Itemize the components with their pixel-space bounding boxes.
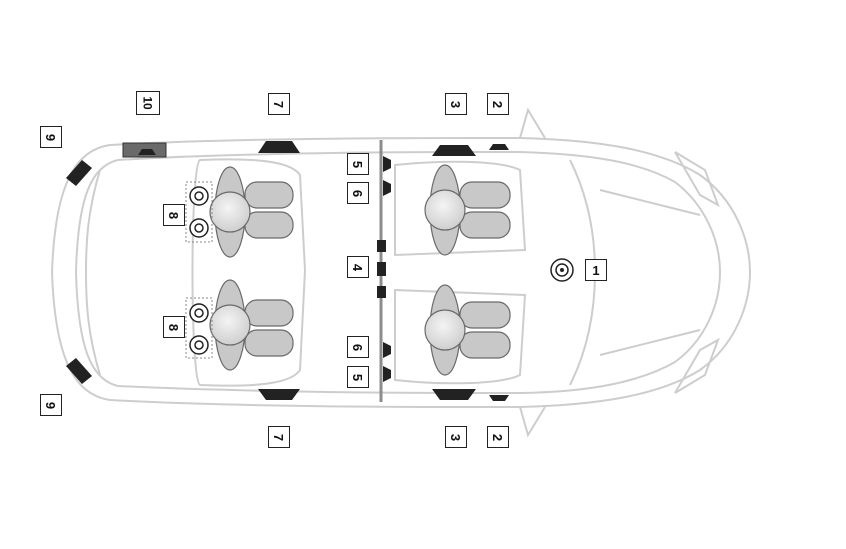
callout-5-top: 5 bbox=[347, 153, 369, 175]
rear-left-seat bbox=[209, 166, 294, 258]
rear-door-speaker-bottom-icon bbox=[258, 389, 300, 400]
callout-3-top: 3 bbox=[445, 93, 467, 115]
rear-right-seat bbox=[209, 279, 294, 371]
car-body-outline bbox=[50, 107, 752, 438]
rear-shelf-speakers-top-icon bbox=[185, 181, 213, 243]
front-tweeter-top-icon bbox=[489, 144, 509, 150]
front-door-speaker-bottom-icon bbox=[432, 389, 476, 400]
callout-9-top: 9 bbox=[40, 126, 62, 148]
rear-corner-speaker-bottom-icon bbox=[66, 358, 92, 384]
callout-8-bottom: 8 bbox=[163, 316, 185, 338]
callout-7-bottom: 7 bbox=[268, 426, 290, 448]
rear-shelf-speakers-bottom-icon bbox=[185, 297, 213, 359]
front-tweeter-bottom-icon bbox=[489, 395, 509, 401]
callout-5-bottom: 5 bbox=[347, 366, 369, 388]
rear-corner-speaker-top-icon bbox=[66, 160, 92, 186]
rear-door-speaker-top-icon bbox=[258, 141, 300, 153]
callout-4: 4 bbox=[347, 256, 369, 278]
callout-8-top: 8 bbox=[163, 204, 185, 226]
callout-3-bottom: 3 bbox=[445, 426, 467, 448]
callout-2-bottom: 2 bbox=[487, 426, 509, 448]
callout-6-top: 6 bbox=[347, 182, 369, 204]
callout-7-top: 7 bbox=[268, 93, 290, 115]
callout-10: 10 bbox=[136, 91, 160, 115]
front-left-seat bbox=[424, 164, 511, 256]
pillar-speakers-icons bbox=[377, 156, 391, 382]
callout-2-top: 2 bbox=[487, 93, 509, 115]
front-door-speaker-top-icon bbox=[432, 145, 476, 156]
callout-9-bottom: 9 bbox=[40, 394, 62, 416]
center-speaker-icon bbox=[550, 258, 574, 282]
front-right-seat bbox=[424, 284, 511, 376]
callout-6-bottom: 6 bbox=[347, 336, 369, 358]
subwoofer-icon bbox=[122, 142, 167, 158]
callout-1: 1 bbox=[585, 259, 607, 281]
